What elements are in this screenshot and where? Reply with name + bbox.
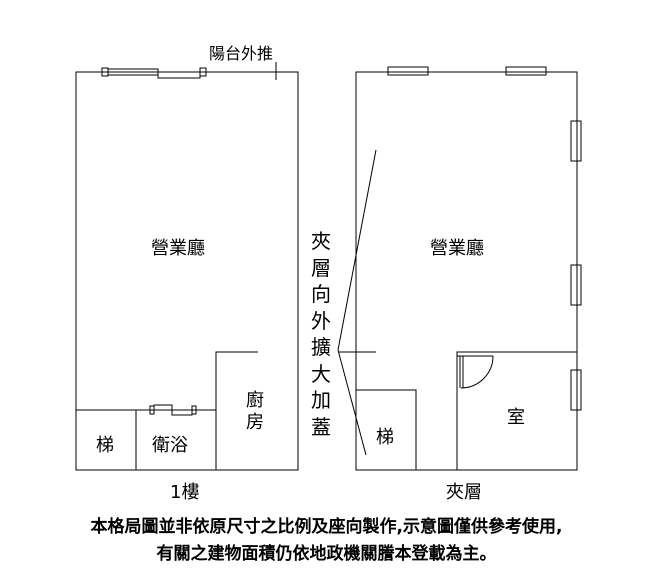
room-wall	[456, 351, 577, 470]
stairs-label: 梯	[96, 435, 114, 456]
expansion-note-char: 擴	[311, 335, 331, 359]
window	[157, 71, 201, 79]
expansion-line	[337, 349, 367, 456]
kitchen-wall	[215, 351, 258, 470]
disclaimer-line-2: 有關之建物面積仍依地政機關謄本登載為主。	[156, 544, 497, 564]
expansion-note-char: 夾	[311, 229, 331, 253]
expansion-note-char: 外	[311, 308, 331, 333]
door-swing-arc	[460, 355, 494, 389]
window	[387, 66, 429, 76]
kitchen-label: 廚房	[246, 390, 264, 433]
expansion-note-char: 蓋	[311, 414, 331, 439]
ground-floor-title: 1樓	[170, 482, 200, 503]
disclaimer-line-1: 本格局圖並非依原尺寸之比例及座向製作,示意圖僅供參考使用,	[90, 517, 563, 537]
expansion-note-char: 加	[311, 388, 331, 412]
expansion-note-char: 層	[311, 255, 331, 280]
room-label: 室	[507, 407, 525, 428]
bathroom-window	[191, 405, 197, 415]
window	[570, 120, 582, 162]
balcony-label: 陽台外推	[209, 44, 274, 63]
mezzanine-floor-title: 夾層	[446, 482, 482, 503]
bathroom-window	[171, 409, 193, 416]
mezzanine-stairs-label: 梯	[376, 427, 394, 448]
mezzanine-outline	[355, 71, 578, 471]
ground-floor-plan	[75, 62, 299, 471]
mezzanine-hall-label: 營業廳	[430, 238, 484, 259]
expansion-line	[337, 149, 377, 351]
window	[505, 66, 547, 76]
bathroom-window	[153, 404, 173, 411]
window	[199, 67, 207, 77]
expansion-note-char: 大	[311, 361, 331, 386]
expansion-note-char: 向	[311, 282, 331, 306]
stairs-wall	[356, 389, 417, 470]
window	[570, 369, 582, 411]
ground-hall-label: 營業廳	[151, 238, 205, 259]
mezzanine-plan	[337, 66, 582, 471]
expansion-note: 夾 層 向 外 擴 大 加 蓋	[309, 228, 333, 440]
bathroom-label: 衛浴	[152, 435, 188, 456]
window	[570, 264, 582, 306]
